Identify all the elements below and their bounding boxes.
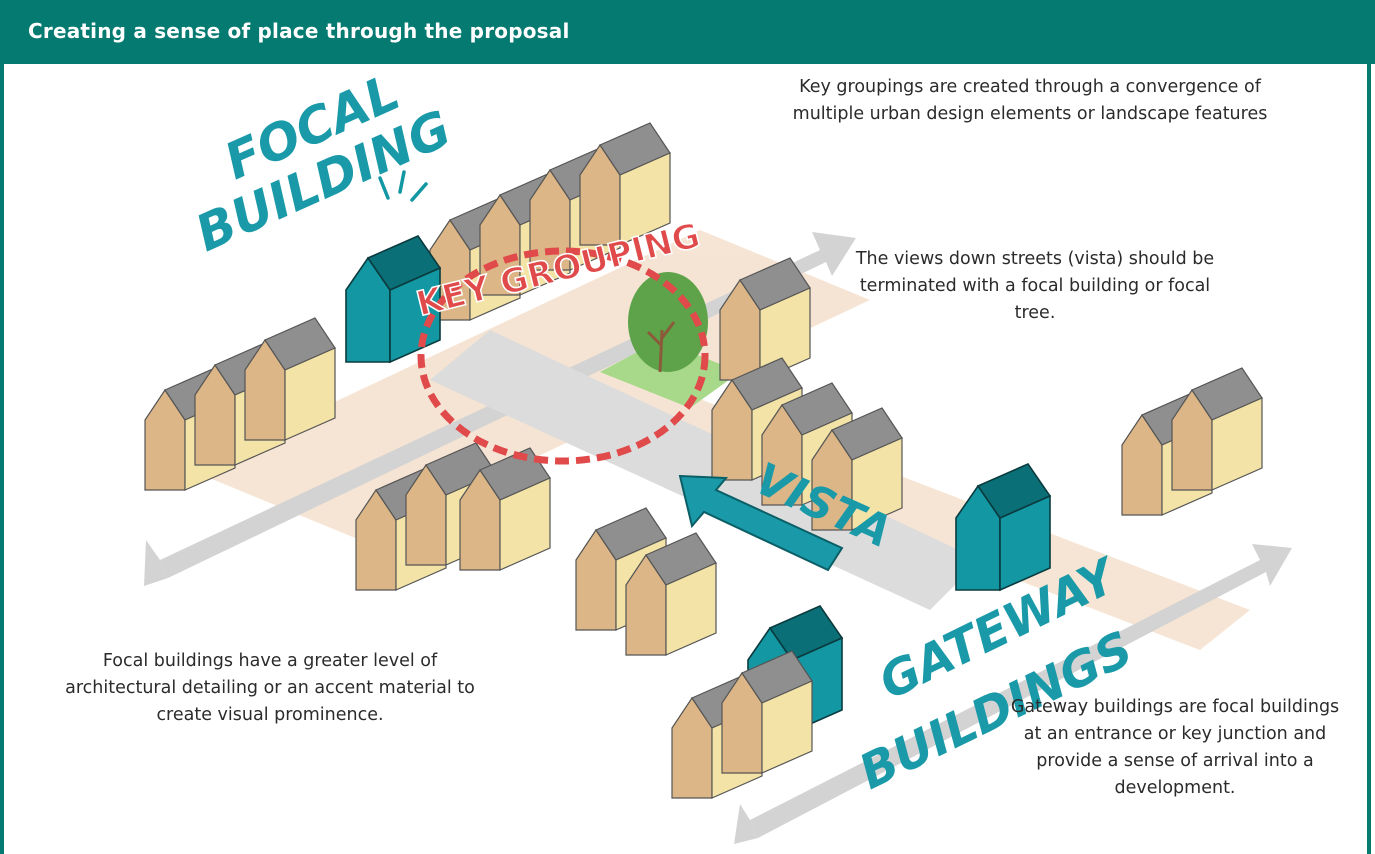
focal-building: [345, 170, 441, 363]
caption-key-grouping: Key groupings are created through a conv…: [792, 77, 1268, 124]
building-bottom-center: [575, 507, 717, 656]
vista-arrow: [678, 474, 844, 572]
gateway-building-center: [955, 463, 1051, 591]
focal-tree: [600, 272, 740, 408]
building-far-right: [1121, 367, 1263, 516]
header-bar: Creating a sense of place through the pr…: [0, 0, 1375, 64]
page-title: Creating a sense of place through the pr…: [28, 19, 570, 43]
street-arrow-lower: [734, 544, 1292, 844]
caption-gateway-buildings: Gateway buildings are focal buildings at…: [1010, 697, 1340, 798]
caption-vista: The views down streets (vista) should be…: [855, 249, 1215, 323]
key-grouping-ring: [417, 247, 709, 465]
street-diagonal: [430, 330, 980, 610]
caption-focal-buildings: Focal buildings have a greater level of …: [65, 651, 475, 725]
